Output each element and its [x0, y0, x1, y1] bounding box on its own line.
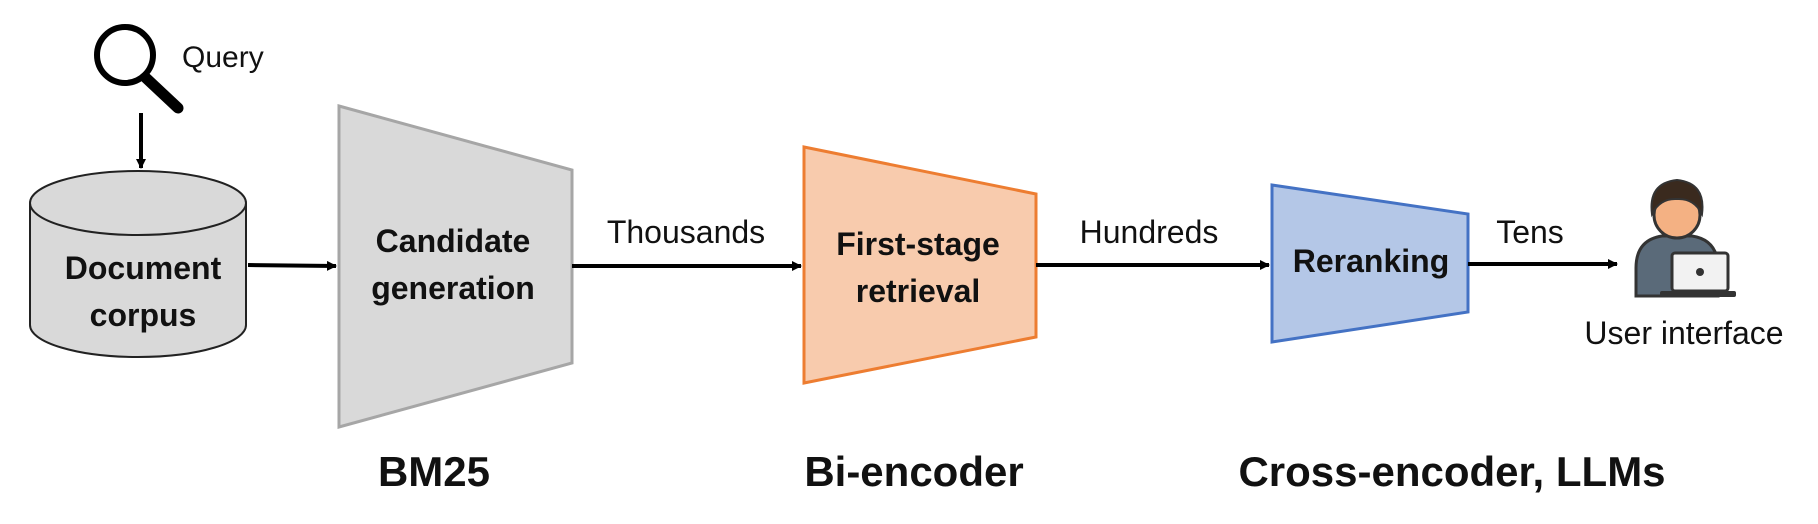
- bm25-model-label: BM25: [378, 448, 490, 495]
- reranking-stage: [1270, 183, 1470, 344]
- first-stage-retrieval-stage: [802, 145, 1038, 385]
- tens-flow-label: Tens: [1496, 214, 1564, 250]
- first-stage-retrieval-label-line1: First-stage: [836, 226, 1000, 262]
- hundreds-flow-label: Hundreds: [1080, 214, 1219, 250]
- cross-encoder-llms-model-label: Cross-encoder, LLMs: [1238, 448, 1665, 495]
- corpus-to-candidate-arrow: [247, 260, 337, 271]
- candidate-generation-label-line1: Candidate: [376, 223, 531, 259]
- document-corpus-label-line2: corpus: [90, 297, 197, 333]
- document-corpus-label-line1: Document: [65, 250, 222, 286]
- first-stage-retrieval-label-line2: retrieval: [856, 273, 981, 309]
- magnifier-icon: [94, 24, 184, 114]
- user-at-laptop-icon: [1634, 178, 1736, 298]
- candidate-generation-label-line2: generation: [371, 270, 535, 306]
- candidate-generation-stage: [337, 104, 574, 429]
- user-interface-label: User interface: [1584, 315, 1783, 351]
- thousands-flow-label: Thousands: [607, 214, 765, 250]
- reranking-label: Reranking: [1293, 243, 1449, 279]
- bi-encoder-model-label: Bi-encoder: [804, 448, 1023, 495]
- query-label: Query: [182, 41, 264, 74]
- document-corpus-cylinder: [29, 170, 247, 358]
